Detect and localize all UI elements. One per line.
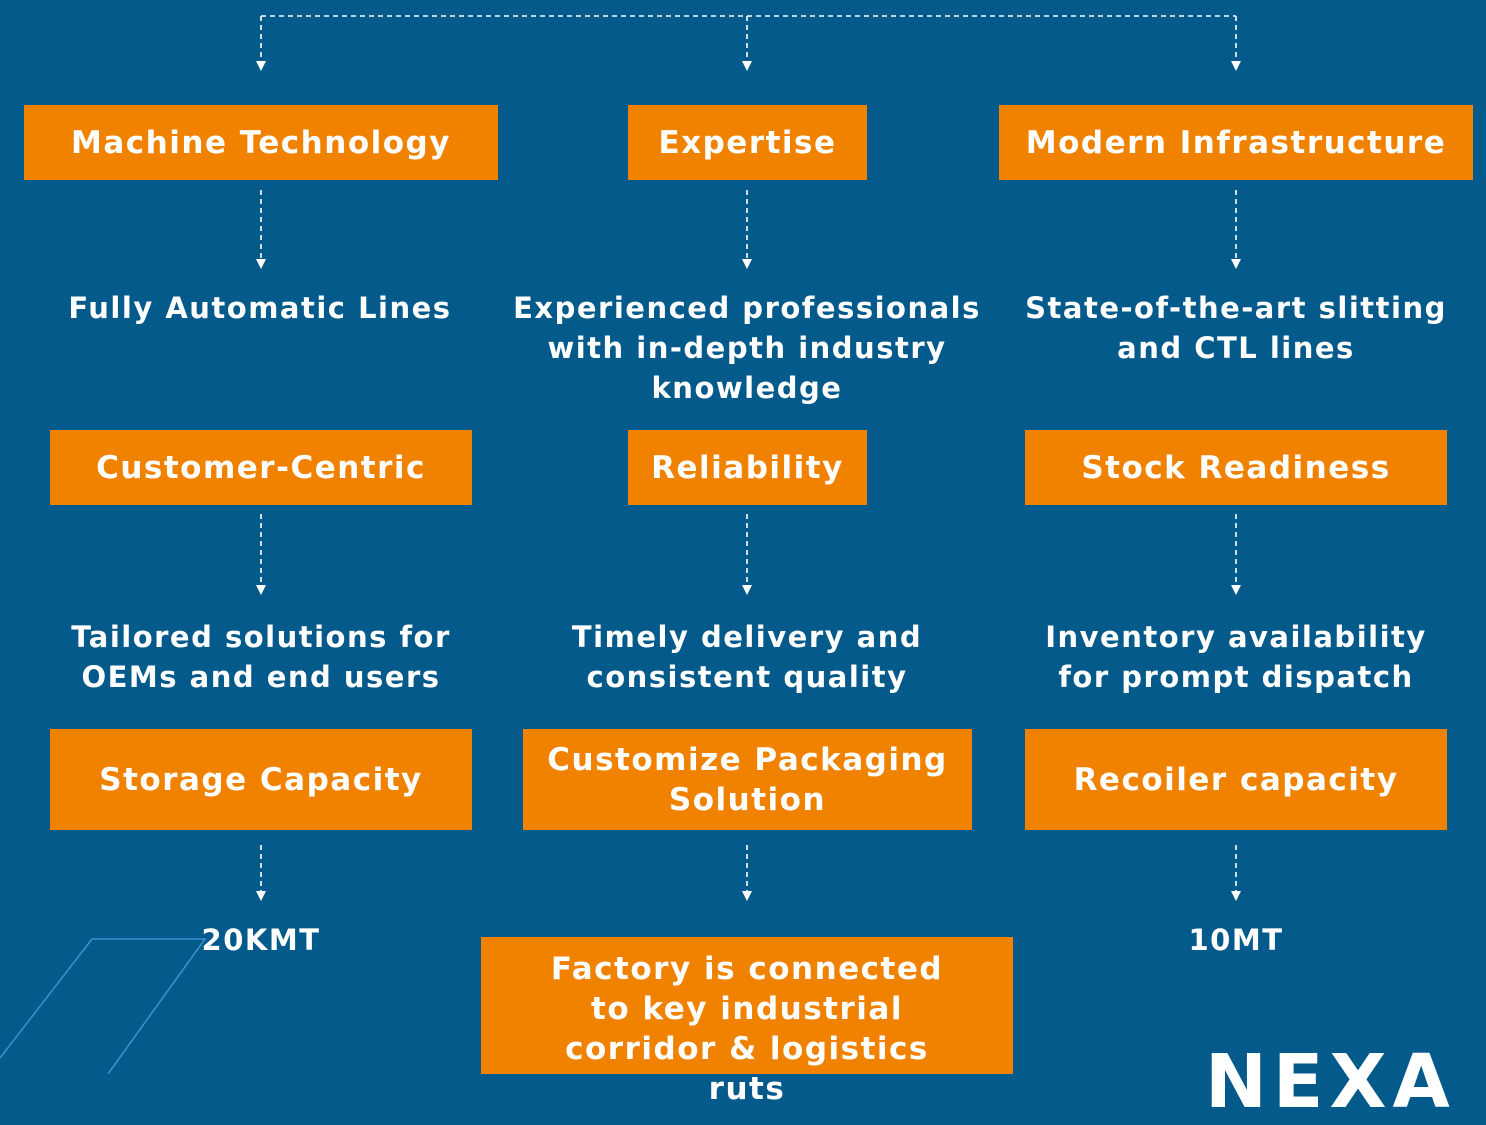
- modern-infrastructure-box: Modern Infrastructure: [999, 105, 1473, 180]
- reliability-box: Reliability: [628, 430, 867, 505]
- expertise-box: Expertise: [628, 105, 867, 180]
- inventory-availability-text: Inventory availability for prompt dispat…: [1045, 620, 1427, 694]
- customize-packaging-box: Customize Packaging Solution: [523, 729, 972, 830]
- state-of-the-art-text: State-of-the-art slitting and CTL lines: [1025, 291, 1447, 365]
- stock-readiness-box: Stock Readiness: [1025, 430, 1447, 505]
- fully-automatic-lines-text: Fully Automatic Lines: [68, 291, 452, 325]
- recoiler-capacity-box: Recoiler capacity: [1025, 729, 1447, 830]
- experienced-professionals-text: Experienced professionals with in-depth …: [513, 291, 981, 405]
- storage-capacity-box: Storage Capacity: [50, 729, 472, 830]
- company-logo: NEXA: [1205, 1039, 1456, 1125]
- factory-connected-box: Factory is connected to key industrial c…: [481, 937, 1013, 1107]
- recoiler-capacity-value: 10MT: [1188, 923, 1284, 957]
- customer-centric-box: Customer-Centric: [50, 430, 472, 505]
- timely-delivery-text: Timely delivery and consistent quality: [571, 620, 923, 694]
- storage-capacity-value: 20KMT: [201, 923, 321, 957]
- machine-technology-box: Machine Technology: [24, 105, 498, 180]
- tailored-solutions-text: Tailored solutions for OEMs and end user…: [71, 620, 451, 694]
